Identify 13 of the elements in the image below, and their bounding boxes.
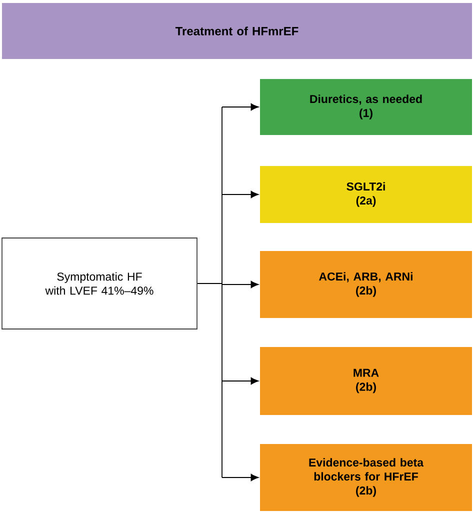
treatment-box: Diuretics, as needed (1): [260, 79, 472, 135]
condition-box: Symptomatic HF with LVEF 41%–49%: [2, 238, 198, 330]
treatment-box: MRA (2b): [260, 347, 472, 415]
arrow: [222, 190, 259, 198]
arrow: [222, 474, 259, 482]
treatment-box: SGLT2i (2a): [260, 166, 472, 223]
arrow: [222, 103, 259, 111]
arrow: [222, 280, 259, 288]
treatment-box: ACEi, ARB, ARNi (2b): [260, 251, 472, 318]
treatment-box: Evidence-based beta blockers for HFrEF (2b): [260, 444, 472, 511]
connector-trunk: [197, 106, 222, 478]
arrow: [222, 377, 259, 385]
title-banner: Treatment of HFmrEF: [2, 3, 472, 59]
